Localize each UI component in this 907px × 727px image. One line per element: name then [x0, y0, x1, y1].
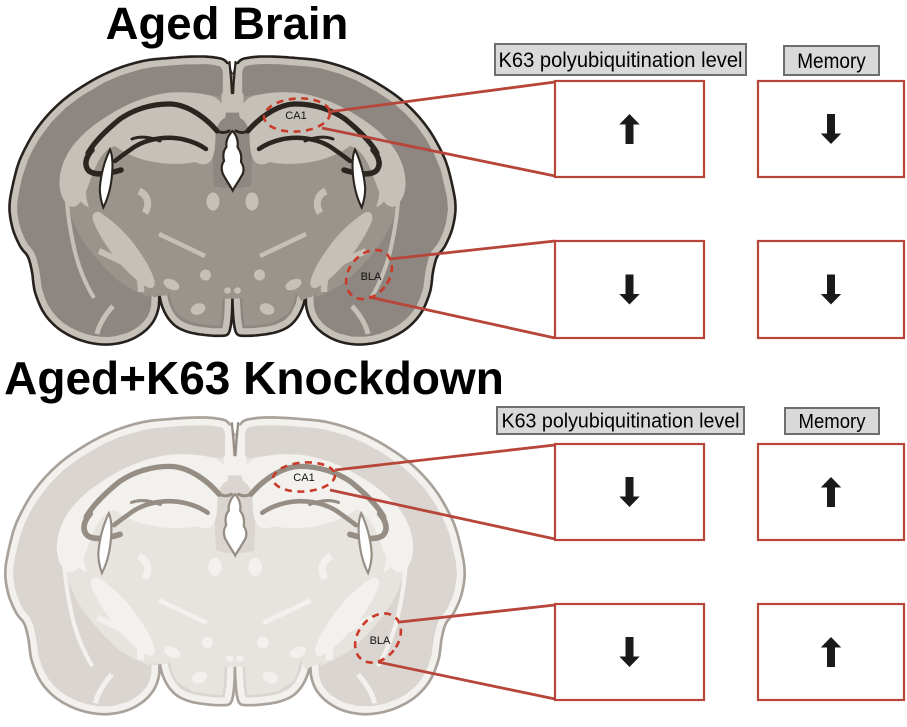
svg-text:Aged+K63 Knockdown: Aged+K63 Knockdown — [4, 352, 504, 404]
svg-text:Memory: Memory — [797, 50, 866, 73]
svg-text:Memory: Memory — [799, 410, 867, 433]
svg-text:Aged Brain: Aged Brain — [106, 0, 349, 49]
svg-text:CA1: CA1 — [285, 110, 306, 122]
svg-text:CA1: CA1 — [293, 472, 314, 484]
svg-text:K63 polyubiquitination level: K63 polyubiquitination level — [502, 410, 740, 433]
svg-text:K63 polyubiquitination level: K63 polyubiquitination level — [499, 49, 743, 72]
svg-text:BLA: BLA — [370, 635, 391, 647]
svg-text:BLA: BLA — [361, 271, 382, 283]
